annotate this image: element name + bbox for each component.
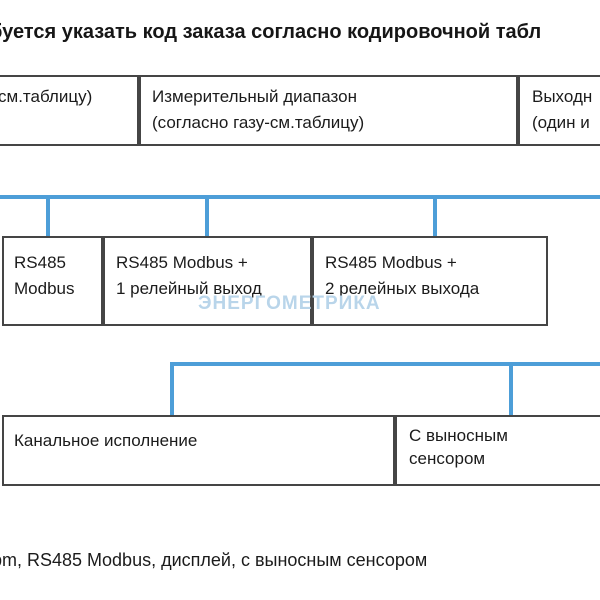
box-duct-version: Канальное исполнение <box>2 415 395 486</box>
page-title: буется указать код заказа согласно кодир… <box>0 21 542 43</box>
box-remote-sensor-line2: сенсором <box>409 449 486 468</box>
box-remote-sensor-line1: С выносным <box>409 426 508 445</box>
footer-example-text: pm, RS485 Modbus, дисплей, с выносным се… <box>0 550 428 570</box>
box-gas-table: см.таблицу) <box>0 75 139 146</box>
connector1-drop-2 <box>205 195 209 236</box>
connector2-horizontal-line <box>170 362 600 366</box>
box-measuring-range-line1: Измерительный диапазон <box>152 87 357 106</box>
box-rs485-2-relay: RS485 Modbus + 2 релейных выхода <box>312 236 548 326</box>
connector1-horizontal-line <box>0 195 600 199</box>
connector2-drop-2 <box>509 362 513 415</box>
box-remote-sensor: С выносным сенсором <box>395 415 600 486</box>
box-rs485-1-relay-line1: RS485 Modbus + <box>116 253 248 272</box>
box-duct-version-label: Канальное исполнение <box>14 431 198 450</box>
box-rs485-2-relay-line1: RS485 Modbus + <box>325 253 457 272</box>
box-output-signals-line1: Выходн <box>532 87 593 106</box>
connector1-drop-3 <box>433 195 437 236</box>
box-rs485-modbus-line2: Modbus <box>14 279 75 298</box>
box-rs485-modbus-line1: RS485 <box>14 253 66 272</box>
box-rs485-modbus: RS485 Modbus <box>2 236 103 326</box>
box-output-signals: Выходн (один и <box>518 75 600 146</box>
box-rs485-2-relay-line2: 2 релейных выхода <box>325 279 480 298</box>
box-rs485-1-relay: RS485 Modbus + 1 релейный выход <box>103 236 312 326</box>
connector1-drop-1 <box>46 195 50 236</box>
box-gas-table-label: см.таблицу) <box>0 87 93 106</box>
box-measuring-range-line2: (согласно газу-см.таблицу) <box>152 113 365 132</box>
box-rs485-1-relay-line2: 1 релейный выход <box>116 279 262 298</box>
box-measuring-range: Измерительный диапазон (согласно газу-см… <box>139 75 518 146</box>
box-output-signals-line2: (один и <box>532 113 590 132</box>
connector2-drop-1 <box>170 362 174 415</box>
